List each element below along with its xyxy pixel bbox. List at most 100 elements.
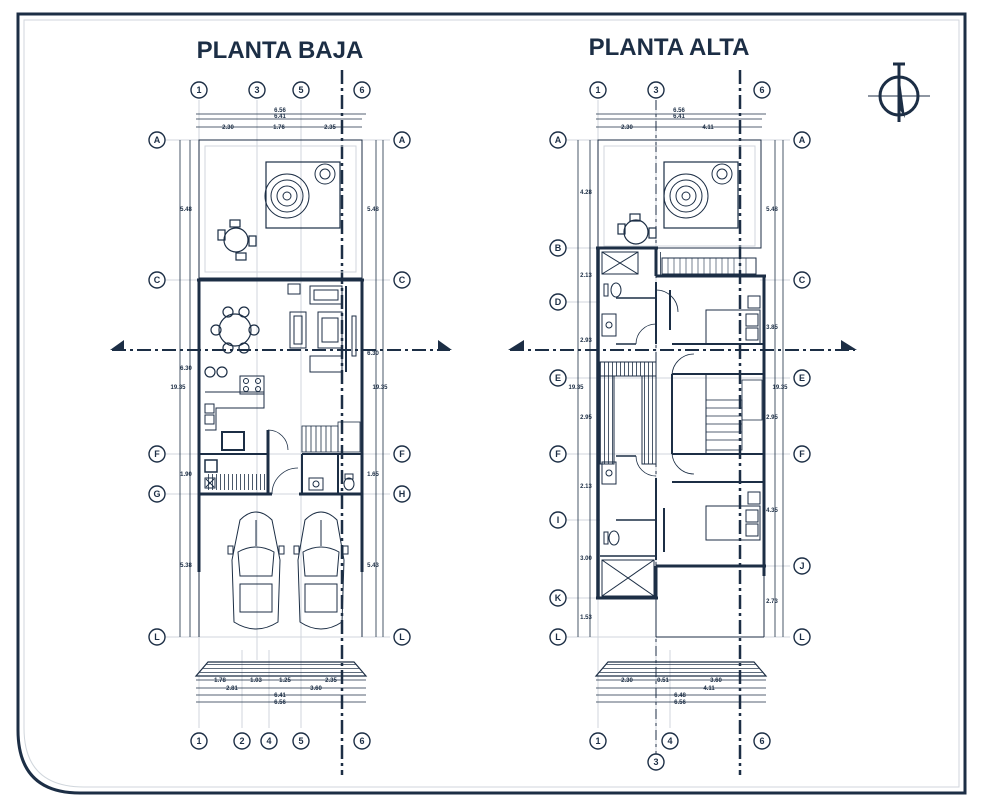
ground-powder-room — [267, 429, 355, 495]
dimension-label: 3 — [254, 85, 259, 95]
car-icon — [293, 511, 349, 630]
dimension-label: 2.73 — [766, 599, 778, 605]
dimension-label: K — [555, 593, 562, 603]
dimension-label: 5 — [298, 85, 303, 95]
dimension-label: F — [399, 449, 405, 459]
dimension-label: 6.41 — [274, 693, 286, 699]
dimension-label: 1.76 — [273, 125, 285, 131]
dimension-label: 4 — [667, 736, 672, 746]
axis-bubble: 6 — [353, 81, 371, 99]
upper-stairs — [705, 379, 763, 451]
dimension-label: 4.35 — [766, 508, 778, 514]
axis-bubble: A — [393, 131, 411, 149]
upper-dims-bottom — [596, 679, 766, 703]
dimension-label: 4.11 — [702, 125, 714, 131]
dimension-label: 19.35 — [568, 385, 584, 391]
ground-floor-title: PLANTA BAJA — [197, 37, 364, 64]
dimension-label: F — [799, 449, 805, 459]
upper-axis-bubbles-top: 1 3 6 — [589, 81, 771, 99]
dimension-label: 1 — [595, 736, 600, 746]
car-icon — [227, 511, 285, 630]
garden-table-icon — [217, 219, 257, 261]
dimension-label: 2.30 — [621, 125, 633, 131]
ground-dims-bottom — [196, 679, 366, 703]
dimension-label: L — [799, 632, 805, 642]
dimension-label: 19.35 — [772, 385, 788, 391]
axis-bubble: I — [549, 511, 567, 529]
fountain-icon — [663, 161, 739, 229]
ground-axis-bubbles-bottom: 1 2 4 5 6 — [190, 732, 371, 750]
dimension-label: 6 — [759, 85, 764, 95]
dimension-label: 2.93 — [580, 338, 592, 344]
dimension-label: 2.35 — [325, 678, 337, 684]
dimension-label: 3 — [653, 757, 658, 767]
dimension-label: 5.48 — [367, 207, 379, 213]
dimension-label: 6.56 — [673, 108, 685, 114]
dimension-label: F — [154, 449, 160, 459]
dimension-label: 4.11 — [703, 686, 715, 692]
upper-garden — [597, 139, 762, 249]
dimension-label: C — [154, 275, 161, 285]
axis-bubble: L — [549, 628, 567, 646]
axis-bubble: L — [148, 628, 166, 646]
dimension-label: 2.95 — [766, 415, 778, 421]
axis-bubble: 6 — [753, 732, 771, 750]
axis-bubble: 1 — [589, 81, 607, 99]
ground-garden — [198, 139, 363, 279]
dimension-label: 6.56 — [674, 700, 686, 706]
ground-axis-bubbles-top: 1 3 5 6 — [190, 81, 371, 99]
dimension-label: L — [555, 632, 561, 642]
north-arrow-icon — [868, 62, 930, 122]
dimension-label: B — [555, 243, 562, 253]
ground-floor-plan: 1 3 5 6 1 2 4 5 6 A C F G L A C F H L 6. — [110, 70, 452, 775]
axis-bubble: 4 — [661, 732, 679, 750]
upper-axis-bubbles-left: A B D E F I K L — [549, 131, 567, 646]
dimension-label: 1.03 — [250, 678, 262, 684]
ground-dims-top — [196, 113, 366, 128]
axis-bubble: 3 — [248, 81, 266, 99]
ground-kitchen — [204, 375, 265, 489]
ground-axis-bubbles-right: A C F H L — [393, 131, 411, 646]
dimension-label: F — [555, 449, 561, 459]
upper-axis-bubbles-right: A C E F J L — [793, 131, 811, 646]
ground-ramp — [194, 661, 368, 677]
axis-bubble: E — [793, 369, 811, 387]
dimension-label: G — [153, 489, 160, 499]
dimension-label: 6 — [359, 736, 364, 746]
axis-bubble: 4 — [260, 732, 278, 750]
dimension-label: D — [555, 297, 562, 307]
dimension-label: 6.56 — [274, 700, 286, 706]
dimension-label: 1.78 — [214, 678, 226, 684]
dimension-label: I — [557, 515, 560, 525]
axis-bubble: L — [393, 628, 411, 646]
dimension-label: 3.85 — [766, 325, 778, 331]
axis-bubble: E — [549, 369, 567, 387]
fountain-icon — [264, 161, 341, 229]
axis-bubble: H — [393, 485, 411, 503]
upper-dims-sides — [577, 140, 784, 637]
dimension-label: 4.28 — [580, 190, 592, 196]
dimension-label: 1 — [196, 736, 201, 746]
axis-bubble: D — [549, 293, 567, 311]
axis-bubble: 6 — [753, 81, 771, 99]
dimension-label: 1 — [595, 85, 600, 95]
axis-bubble: C — [393, 271, 411, 289]
axis-bubble: 6 — [353, 732, 371, 750]
upper-dimension-labels: 6.56 6.41 2.30 4.11 2.30 0.51 3.60 4.11 … — [568, 108, 788, 706]
upper-floor-title: PLANTA ALTA — [589, 34, 750, 61]
axis-bubble: F — [148, 445, 166, 463]
axis-bubble: 5 — [292, 732, 310, 750]
ground-dimension-labels: 6.56 6.41 2.30 1.76 2.35 1.78 1.03 1.25 … — [170, 108, 388, 706]
dimension-label: 6.30 — [367, 351, 379, 357]
upper-ramp — [594, 661, 768, 677]
ground-living-furniture — [287, 283, 357, 373]
dimension-label: 6.41 — [673, 114, 685, 120]
axis-bubble: 1 — [589, 732, 607, 750]
axis-bubble: 5 — [292, 81, 310, 99]
axis-bubble: A — [148, 131, 166, 149]
axis-bubble: L — [793, 628, 811, 646]
dimension-label: A — [799, 135, 806, 145]
axis-bubble: F — [549, 445, 567, 463]
axis-bubble: B — [549, 239, 567, 257]
dimension-label: L — [399, 632, 405, 642]
